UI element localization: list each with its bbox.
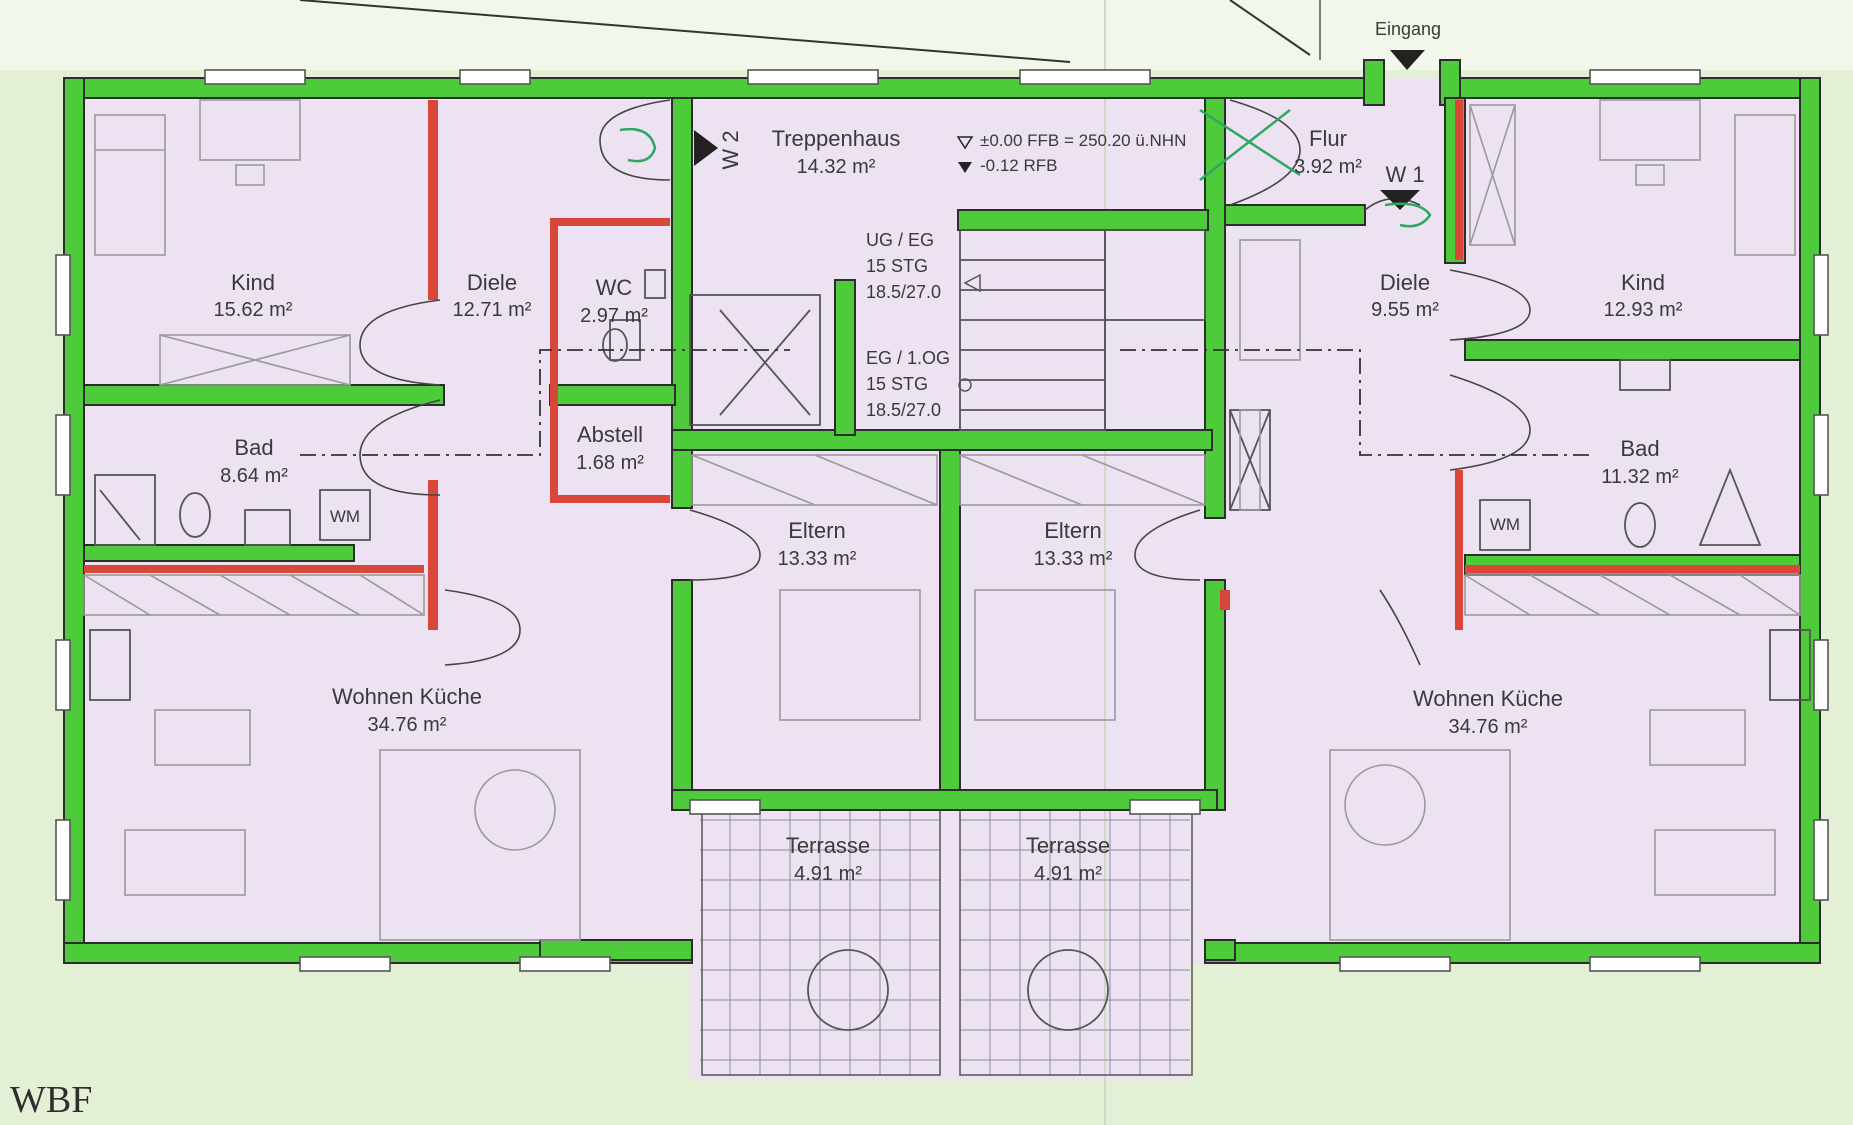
room-area-terrasse-left: 4.91 m² bbox=[794, 863, 862, 885]
room-area-terrasse-right: 4.91 m² bbox=[1034, 863, 1102, 885]
annotation-labels: Eingang W 1 W 2 ±0.00 FFB = 250.20 ü.NHN… bbox=[10, 19, 1520, 1121]
site-line bbox=[299, 0, 1071, 63]
windows bbox=[55, 69, 1829, 972]
room-area-treppenhaus: 14.32 m² bbox=[797, 156, 876, 178]
markers bbox=[694, 50, 1425, 210]
staircase bbox=[689, 229, 1271, 511]
room-area-wc: 2.97 m² bbox=[580, 305, 648, 327]
stair-1-line-2: 15 STG bbox=[866, 256, 928, 276]
rfb-label: -0.12 RFB bbox=[980, 156, 1057, 175]
room-area-bad-right: 11.32 m² bbox=[1601, 466, 1679, 488]
room-area-wohnen-left: 34.76 m² bbox=[368, 714, 447, 736]
corner-label: WBF bbox=[10, 1079, 92, 1121]
handwritten-marks bbox=[619, 108, 1432, 228]
room-name-abstell: Abstell bbox=[577, 422, 643, 447]
ffb-label: ±0.00 FFB = 250.20 ü.NHN bbox=[980, 131, 1186, 150]
room-name-wohnen-left: Wohnen Küche bbox=[332, 684, 482, 709]
room-name-diele-right: Diele bbox=[1380, 270, 1430, 295]
room-area-abstell: 1.68 m² bbox=[576, 452, 644, 474]
room-name-terrasse-right: Terrasse bbox=[1026, 833, 1110, 858]
stair-1-line-3: 18.5/27.0 bbox=[866, 282, 941, 302]
room-name-eltern-left: Eltern bbox=[788, 518, 845, 543]
ffb-marker bbox=[956, 136, 974, 150]
wm-label-right: WM bbox=[1490, 515, 1520, 534]
rfb-marker bbox=[958, 162, 972, 173]
w2-label: W 2 bbox=[718, 130, 743, 169]
lawn-top bbox=[0, 0, 1853, 70]
room-name-diele-left: Diele bbox=[467, 270, 517, 295]
room-name-terrasse-left: Terrasse bbox=[786, 833, 870, 858]
room-labels: Kind 15.62 m² Diele 12.71 m² WC 2.97 m² … bbox=[214, 126, 1683, 885]
wm-label-left: WM bbox=[330, 507, 360, 526]
room-area-diele-right: 9.55 m² bbox=[1371, 299, 1439, 321]
room-area-kind-right: 12.93 m² bbox=[1604, 299, 1683, 321]
w1-marker bbox=[1380, 190, 1420, 210]
room-area-diele-left: 12.71 m² bbox=[453, 299, 532, 321]
furniture bbox=[83, 99, 1811, 1031]
w2-marker bbox=[694, 130, 718, 166]
entrance-label: Eingang bbox=[1375, 19, 1441, 39]
section-lines bbox=[300, 349, 1590, 456]
outer-walls bbox=[63, 59, 1821, 964]
room-name-wc: WC bbox=[596, 275, 633, 300]
room-name-kind-left: Kind bbox=[231, 270, 275, 295]
room-area-kind-left: 15.62 m² bbox=[214, 299, 293, 321]
room-area-flur: 3.92 m² bbox=[1294, 156, 1362, 178]
room-name-kind-right: Kind bbox=[1621, 270, 1665, 295]
entrance-marker bbox=[1390, 50, 1425, 70]
room-area-eltern-right: 13.33 m² bbox=[1034, 548, 1113, 570]
room-name-eltern-right: Eltern bbox=[1044, 518, 1101, 543]
w1-label: W 1 bbox=[1385, 162, 1424, 187]
room-name-wohnen-right: Wohnen Küche bbox=[1413, 686, 1563, 711]
room-area-bad-left: 8.64 m² bbox=[220, 465, 288, 487]
site-line-2 bbox=[1229, 0, 1311, 56]
room-name-bad-right: Bad bbox=[1620, 436, 1659, 461]
red-partitions bbox=[84, 100, 1800, 630]
stair-2-line-2: 15 STG bbox=[866, 374, 928, 394]
doors bbox=[359, 99, 1531, 666]
stair-1-line-1: UG / EG bbox=[866, 230, 934, 250]
room-area-wohnen-right: 34.76 m² bbox=[1449, 716, 1528, 738]
stair-2-line-3: 18.5/27.0 bbox=[866, 400, 941, 420]
room-name-treppenhaus: Treppenhaus bbox=[772, 126, 901, 151]
room-name-bad-left: Bad bbox=[234, 435, 273, 460]
room-area-eltern-left: 13.33 m² bbox=[778, 548, 857, 570]
stair-2-line-1: EG / 1.OG bbox=[866, 348, 950, 368]
room-name-flur: Flur bbox=[1309, 126, 1347, 151]
